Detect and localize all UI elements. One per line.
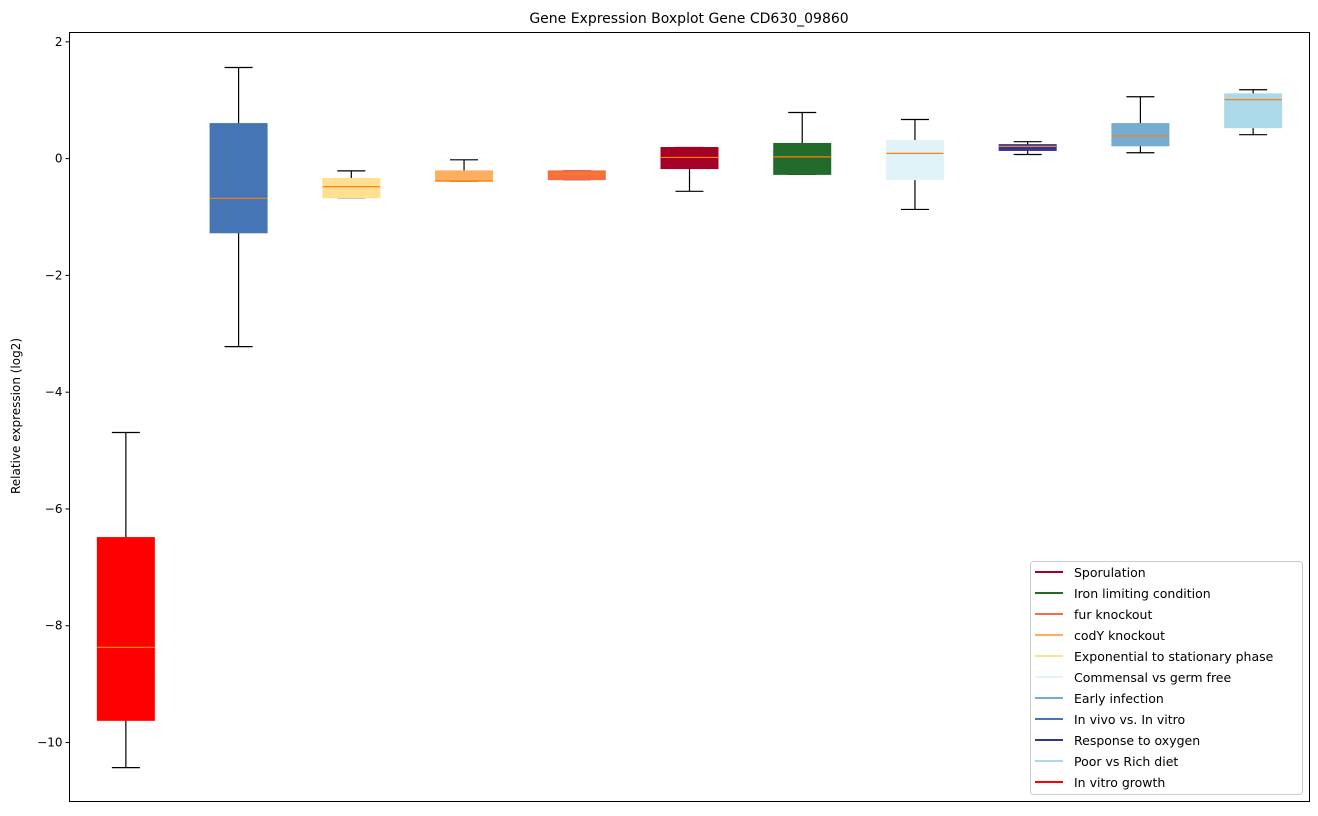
legend-item: Iron limiting condition <box>1035 586 1211 601</box>
y-tick-label: 2 <box>55 35 63 49</box>
box <box>773 142 832 175</box>
y-tick-label: −2 <box>45 268 63 282</box>
box-group <box>998 141 1057 156</box>
legend-label: Iron limiting condition <box>1074 586 1211 601</box>
legend-item: Commensal vs germ free <box>1035 670 1231 685</box>
box-group <box>96 431 155 769</box>
box <box>322 177 381 199</box>
box-group <box>885 118 944 211</box>
legend-item: Response to oxygen <box>1035 733 1200 748</box>
legend-frame <box>1030 561 1303 795</box>
legend-label: In vivo vs. In vitro <box>1074 712 1185 727</box>
box <box>1224 93 1283 129</box>
legend-item: Sporulation <box>1035 565 1146 580</box>
legend-label: Early infection <box>1074 691 1164 706</box>
box <box>209 123 268 234</box>
box-group <box>1111 96 1170 154</box>
box <box>96 537 155 721</box>
box-group <box>209 66 268 348</box>
y-tick-label: −4 <box>45 385 63 399</box>
legend-item: Early infection <box>1035 691 1164 706</box>
legend-label: Sporulation <box>1074 565 1146 580</box>
legend-label: In vitro growth <box>1074 775 1165 790</box>
y-axis-label: Relative expression (log2) <box>9 338 23 494</box>
box-group <box>660 146 719 192</box>
legend-label: codY knockout <box>1074 628 1165 643</box>
box <box>1111 123 1170 147</box>
legend-label: Poor vs Rich diet <box>1074 754 1178 769</box>
y-tick-label: −8 <box>45 619 63 633</box>
box-group <box>322 170 381 199</box>
box-group <box>1224 89 1283 136</box>
legend-label: fur knockout <box>1074 607 1152 622</box>
legend-label: Response to oxygen <box>1074 733 1200 748</box>
box-group <box>547 170 606 181</box>
legend-label: Exponential to stationary phase <box>1074 649 1274 664</box>
box <box>998 144 1057 151</box>
legend-item: fur knockout <box>1035 607 1152 622</box>
plot-frame <box>69 32 1310 802</box>
legend-item: codY knockout <box>1035 628 1165 643</box>
box-group <box>435 159 494 182</box>
box <box>547 170 606 181</box>
legend-item: Exponential to stationary phase <box>1035 649 1274 664</box>
box-group <box>773 111 832 175</box>
chart-title: Gene Expression Boxplot Gene CD630_09860 <box>529 11 848 27</box>
box <box>435 170 494 182</box>
y-tick-label: 0 <box>55 152 63 166</box>
legend-label: Commensal vs germ free <box>1074 670 1231 685</box>
box <box>885 140 944 181</box>
legend-item: In vitro growth <box>1035 775 1165 790</box>
y-tick-label: −6 <box>45 502 63 516</box>
legend-item: In vivo vs. In vitro <box>1035 712 1185 727</box>
legend-item: Poor vs Rich diet <box>1035 754 1178 769</box>
y-tick-label: −10 <box>37 736 62 750</box>
